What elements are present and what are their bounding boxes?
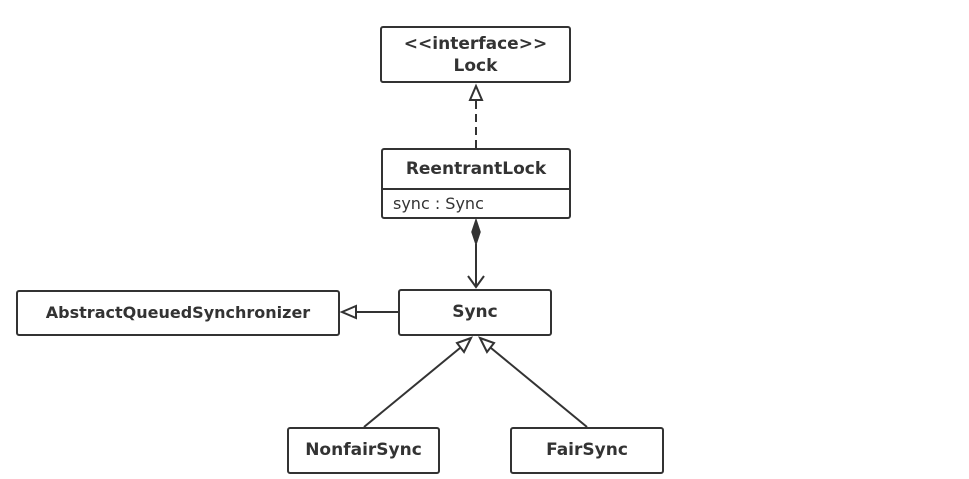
nonfairsync-class-name: NonfairSync [305,440,422,460]
hollow-triangle-arrowhead [339,304,357,320]
fairsync-class-node: FairSync [510,427,664,474]
interface-stereotype: <<interface>> [403,34,548,54]
aqs-class-name: AbstractQueuedSynchronizer [45,303,311,322]
generalization-edge-nonfairsync-sync [363,336,474,428]
aqs-class-node: AbstractQueuedSynchronizer [16,290,340,336]
composition-edge-reentrantlock-sync [467,217,485,289]
realization-edge-reentrantlock-lock [468,83,484,148]
lock-class-name: Lock [453,56,498,76]
sync-class-node: Sync [398,289,552,336]
hollow-triangle-arrowhead [455,336,474,354]
open-arrowhead [467,275,485,289]
reentrantlock-class-node: ReentrantLock sync : Sync [381,148,571,219]
generalization-edge-sync-aqs [339,304,398,320]
generalization-edge-fairsync-sync [477,336,588,428]
hollow-triangle-arrowhead [468,83,484,101]
reentrantlock-attribute: sync : Sync [393,194,484,213]
nonfairsync-class-node: NonfairSync [287,427,440,474]
reentrantlock-class-name: ReentrantLock [383,150,569,190]
filled-diamond-icon [471,217,481,247]
hollow-triangle-arrowhead [477,336,496,354]
sync-class-name: Sync [452,302,498,322]
lock-interface-node: <<interface>> Lock [380,26,571,83]
fairsync-class-name: FairSync [546,440,628,460]
